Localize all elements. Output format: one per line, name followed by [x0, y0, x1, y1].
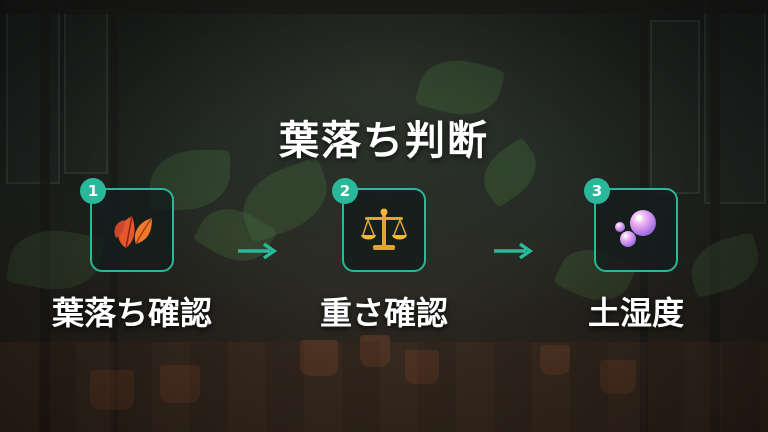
fallen-leaves-icon	[114, 215, 153, 249]
arrow-right-icon	[494, 242, 534, 260]
balance-scale-icon	[361, 208, 407, 250]
water-droplets-icon	[615, 210, 656, 247]
step-weight-check: 2 重さ確認	[284, 178, 484, 334]
step-number-badge: 2	[332, 178, 358, 204]
step-icon-box: 2	[332, 178, 426, 272]
step-label: 葉落ち確認	[51, 294, 212, 332]
step-label: 土湿度	[587, 294, 684, 332]
page-title: 葉落ち判断	[279, 118, 489, 164]
arrow-right-icon	[238, 242, 278, 260]
step-icon-box: 1	[80, 178, 174, 272]
step-soil-moisture: 3 土湿度	[536, 178, 736, 334]
step-number-badge: 1	[80, 178, 106, 204]
step-leaf-check: 1 葉落ち確認	[32, 178, 232, 334]
step-label: 重さ確認	[319, 294, 448, 332]
step-icon-box: 3	[584, 178, 678, 272]
step-number-badge: 3	[584, 178, 610, 204]
